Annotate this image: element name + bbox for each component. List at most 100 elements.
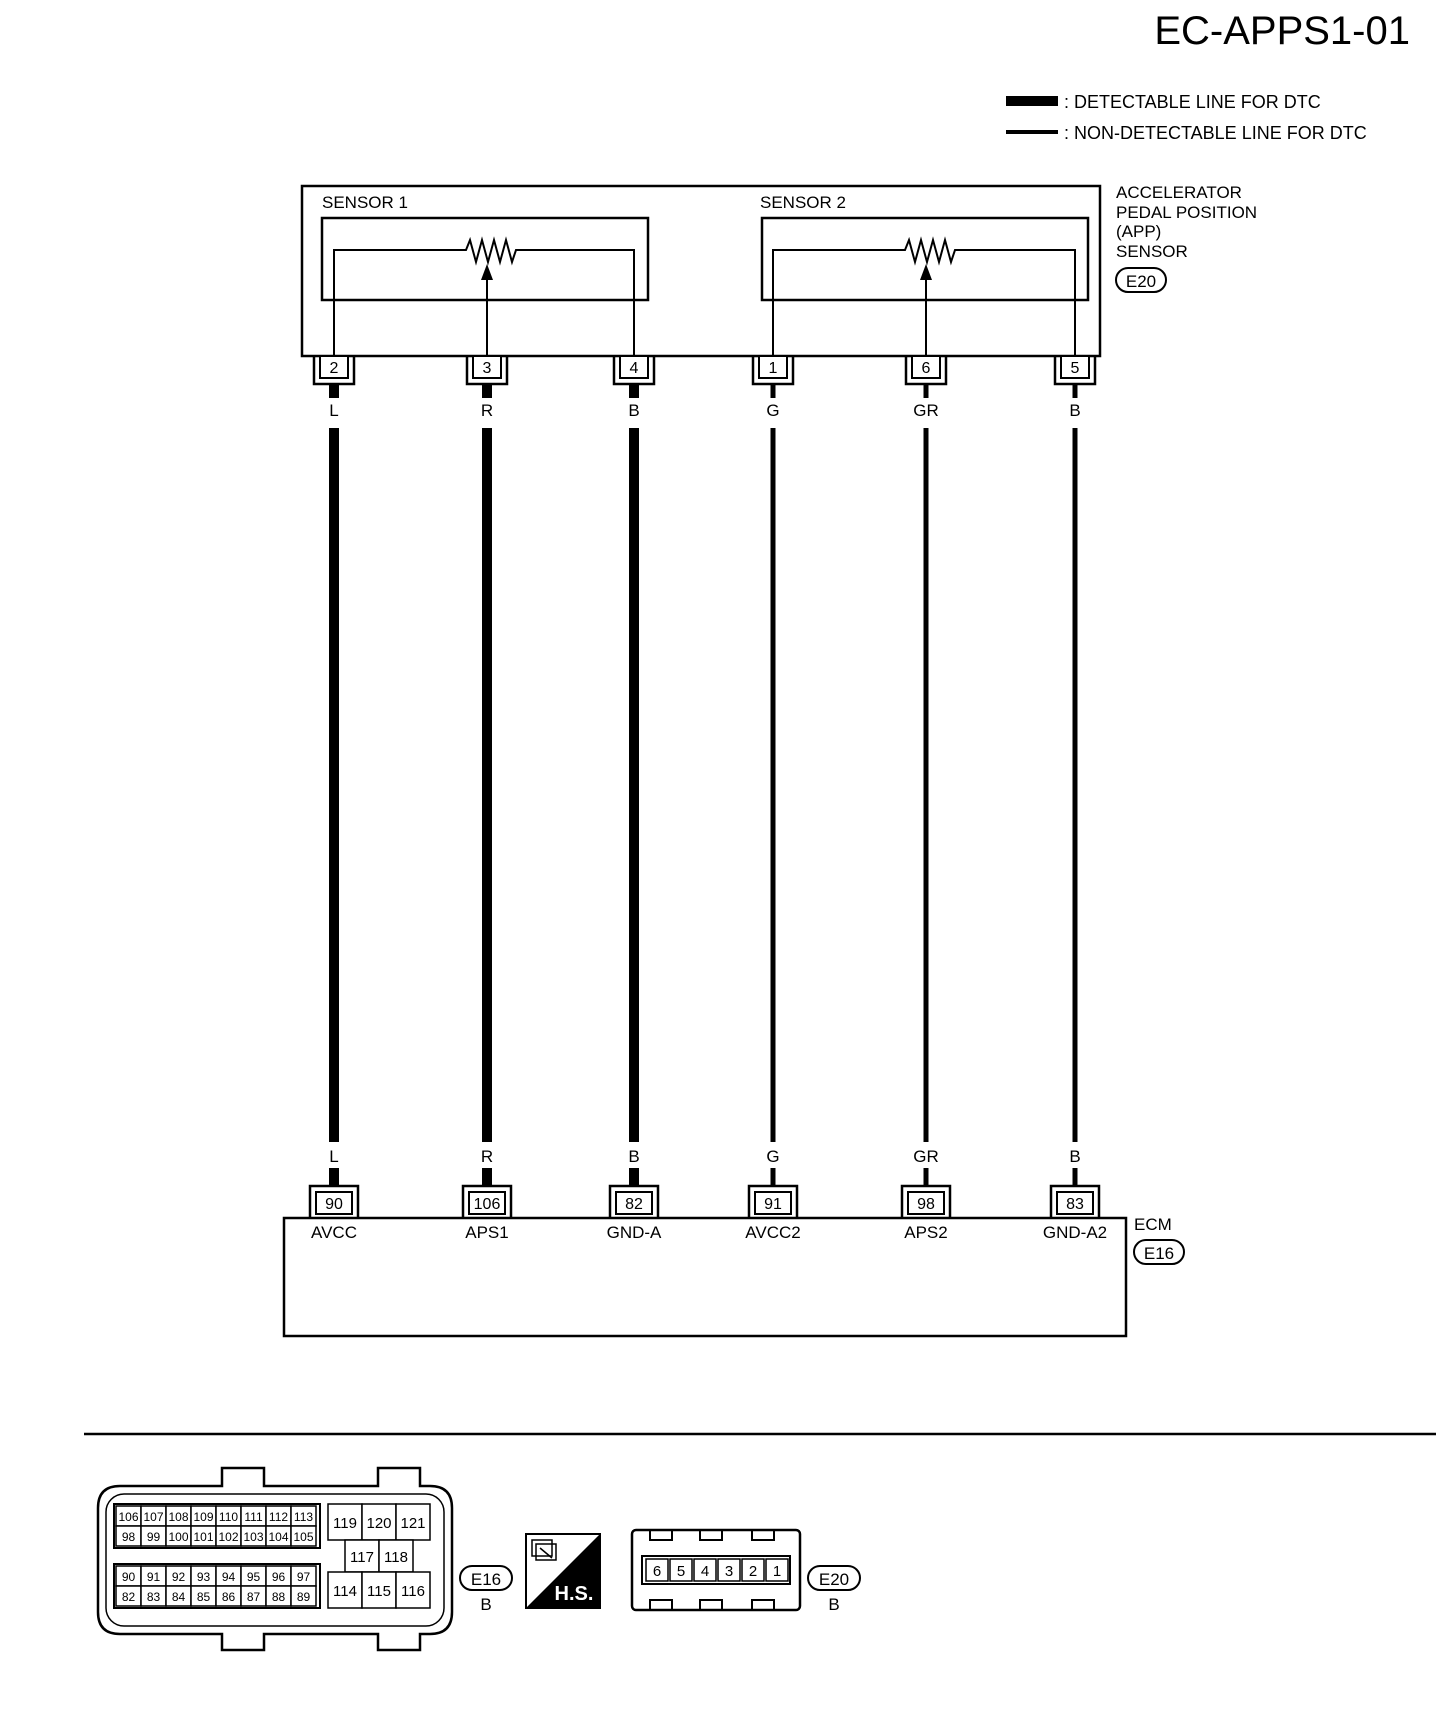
e20-id: E20 [819,1570,849,1589]
sensor-connector-badge [1115,267,1167,293]
wire-1-ecm-pin-number: 90 [325,1196,343,1213]
wire-4-sensor-terminal-box [758,355,788,379]
e16-left-top-pin-label: 101 [193,1530,213,1544]
e20-pin-block [641,1555,791,1585]
wire-4-color-label-top: G [766,401,779,420]
e16-left-bottom-pin-label: 86 [222,1590,236,1604]
hs-label: H.S. [555,1583,594,1605]
wire-3-sensor-terminal-box [619,355,649,379]
wire-6-ecm-terminal-bracket [1049,1184,1101,1218]
e16-right-bottom-pin-label: 115 [367,1583,391,1600]
e20-pin-cell [717,1558,741,1582]
e16-left-bottom-pin-label: 87 [247,1590,261,1604]
wire-2-ecm-terminal-bracket [461,1184,513,1218]
hs-symbol: H.S. [525,1533,601,1609]
e20-housing-color: B [828,1595,839,1614]
e16-right-top-pin-label: 119 [333,1515,357,1532]
wire-4-ecm-pin-number: 91 [764,1196,782,1213]
e20-pin-cell [669,1558,693,1582]
e16-left-top-pin-label: 98 [122,1530,136,1544]
wire-5-ecm-terminal-bracket [900,1184,952,1218]
wire-5-ecm-pin-number: 98 [917,1196,935,1213]
wire-3-ecm-terminal-bracket [608,1184,660,1218]
wire-3-ecm-pin-number: 82 [625,1196,643,1213]
sensor1-box [320,216,650,302]
e16-right-bottom-pin-label: 114 [333,1583,357,1600]
e16-left-bottom-pin-label: 90 [122,1570,136,1584]
e16-id-badge [459,1565,513,1591]
e16-left-bottom-pin-label: 96 [272,1570,286,1584]
e16-left-top-pin-label: 100 [168,1530,188,1544]
sensor2-resistor-circuit [772,236,1076,358]
wire-6-sensor-terminal-number: 5 [1071,360,1080,377]
wire-4-color-label-bottom: G [766,1147,779,1166]
e16-left-bottom-cell [290,1585,317,1607]
e16-left-top-block [113,1503,321,1549]
sensor-name-line1: ACCELERATOR [1116,183,1242,202]
e16-left-bottom-pin-label: 91 [147,1570,161,1584]
ecm-name: ECM [1134,1215,1172,1234]
e16-right-bottom-cell [361,1571,397,1609]
e16-right-top-cell [361,1503,397,1541]
e20-pin-cell [741,1558,765,1582]
sensor-name-line4: SENSOR [1116,242,1188,261]
wire-2-sensor-terminal-number: 3 [483,360,492,377]
wire-6-signal-name: GND-A2 [1043,1223,1107,1242]
ecm-connector-id: E16 [1144,1244,1174,1263]
e16-right-bottom-cell [395,1571,431,1609]
wire-1-ecm-terminal-bracket [308,1184,360,1218]
e16-left-bottom-pin-label: 92 [172,1570,186,1584]
e16-left-top-pin-label: 111 [244,1510,263,1524]
wire-5-ecm-terminal: 98 [900,1184,952,1218]
wire-6-ecm-terminal: 83 [1049,1184,1101,1218]
sensor2-label: SENSOR 2 [760,193,846,212]
e20-pin-label: 4 [701,1563,709,1580]
wire-4-ecm-terminal-bracket [747,1184,799,1218]
wire-5-sensor-terminal-number: 6 [922,360,931,377]
wire-1-color-label-top: L [329,401,338,420]
app-sensor-box [300,184,1102,358]
e16-left-bottom-pin-label: 93 [197,1570,211,1584]
wire-1-signal-name: AVCC [311,1223,357,1242]
e16-left-bottom-pin-label: 82 [122,1590,136,1604]
e16-left-bottom-pin-label: 88 [272,1590,286,1604]
e20-pin-cell [645,1558,669,1582]
e16-housing-outer [96,1466,454,1652]
e16-left-bottom-block [113,1563,321,1609]
e16-right-top-pin-label: 120 [366,1515,391,1532]
e16-left-top-pin-label: 107 [143,1510,163,1524]
wires: 2LL90AVCC3RR106APS14BB82GND-A1GG91AVCC26… [308,355,1107,1242]
wire-4-signal-name: AVCC2 [745,1223,800,1242]
wire-2-color-label-bottom: R [481,1147,493,1166]
wire-5-color-label-top: GR [913,401,939,420]
wire-6-ecm-pin-number: 83 [1066,1196,1084,1213]
e16-left-top-pin-label: 110 [219,1510,238,1524]
e16-left-top-pin-label: 106 [118,1510,138,1524]
e16-left-bottom-pin-label: 95 [247,1570,261,1584]
wire-4-ecm-terminal: 91 [747,1184,799,1218]
wire-4-sensor-terminal-number: 1 [769,360,778,377]
e16-left-top-pin-label: 112 [269,1510,288,1524]
e16-left-bottom-pin-label: 85 [197,1590,211,1604]
ecm: ECM E16 [282,1215,1185,1338]
wire-5-sensor-terminal-box [911,355,941,379]
wire-5-color-label-bottom: GR [913,1147,939,1166]
e16-left-bottom-pin-label: 89 [297,1590,311,1604]
e16-left-top-pin-label: 99 [147,1530,161,1544]
e16-left-top-pin-label: 113 [294,1510,313,1524]
wire-2-sensor-terminal: 3 [465,355,509,386]
wire-3-sensor-terminal: 4 [612,355,656,386]
e20-pin-label: 2 [749,1563,757,1580]
e20-pin-label: 6 [653,1563,661,1580]
e16-left-bottom-pin-label: 94 [222,1570,236,1584]
wire-1-sensor-terminal-box [319,355,349,379]
wire-4-sensor-terminal: 1 [751,355,795,386]
e16-right-bottom-pin-label: 116 [401,1583,425,1600]
wire-2-signal-name: APS1 [465,1223,508,1242]
sensor-connector-id: E20 [1126,272,1156,291]
wire-6-color-label-top: B [1069,401,1080,420]
